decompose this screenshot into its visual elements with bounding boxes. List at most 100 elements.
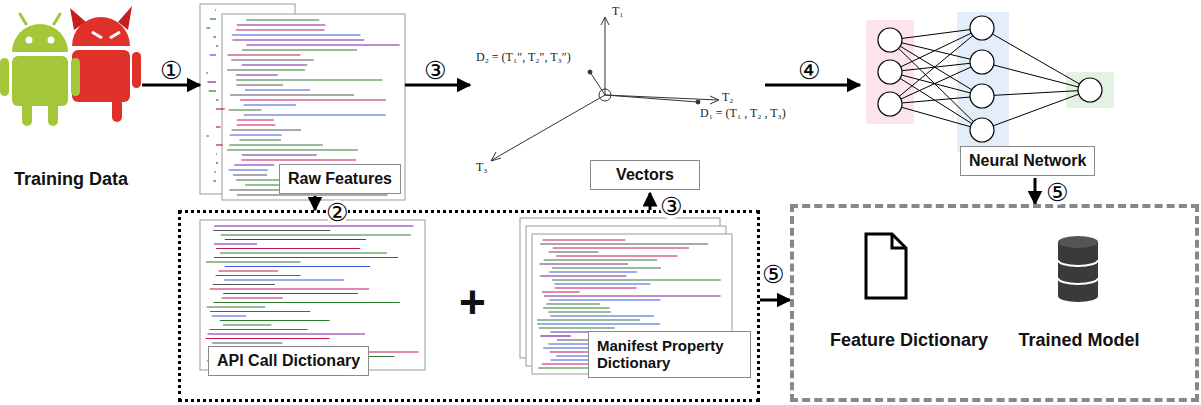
text-stroke — [220, 320, 330, 321]
api-manifest-group: + API Call Dictionary Manifest Property Di… — [178, 210, 760, 402]
text-stroke — [206, 338, 330, 339]
nn-neuron — [878, 60, 902, 84]
text-stroke — [216, 126, 220, 127]
text-stroke — [543, 307, 609, 308]
text-stroke — [236, 79, 382, 80]
text-stroke — [549, 299, 660, 300]
text-stroke — [216, 99, 218, 100]
text-stroke — [209, 90, 216, 91]
step-number: ② — [326, 200, 348, 225]
text-stroke — [232, 34, 361, 35]
flow-arrow — [142, 84, 200, 87]
text-stroke — [244, 114, 386, 115]
flow-arrow — [405, 84, 470, 87]
text-stroke — [229, 144, 323, 145]
text-stroke — [206, 72, 208, 73]
output-group: Feature DictionaryTrained Model — [790, 204, 1199, 402]
nn-neuron — [970, 118, 994, 142]
step-number: ③ — [424, 58, 446, 83]
text-stroke — [227, 54, 300, 55]
feature-dictionary: Feature Dictionary — [824, 230, 994, 380]
text-stroke — [222, 297, 283, 298]
text-stroke — [213, 302, 399, 303]
text-stroke — [216, 275, 301, 276]
label-box: Raw Features — [279, 164, 401, 194]
text-stroke — [540, 335, 570, 336]
label-box: API Call Dictionary — [208, 346, 369, 376]
nn-neuron — [878, 28, 902, 52]
text-stroke — [543, 239, 626, 240]
text-stroke — [213, 180, 216, 181]
text-stroke — [236, 74, 278, 75]
text-stroke — [242, 49, 357, 50]
text-stroke — [245, 89, 310, 90]
file-icon — [866, 234, 906, 298]
text-stroke — [227, 69, 305, 70]
text-stroke — [216, 108, 225, 109]
text-stroke — [539, 327, 615, 328]
text-stroke — [540, 243, 708, 244]
nn-neuron — [878, 92, 902, 116]
text-stroke — [550, 315, 654, 316]
flow-arrow — [765, 84, 860, 87]
nn-link — [982, 28, 1090, 90]
text-stroke — [539, 263, 628, 264]
text-stroke — [224, 279, 344, 280]
database-icon — [1058, 236, 1098, 302]
nn-neuron — [970, 16, 994, 40]
label-box: Vectors — [590, 160, 700, 190]
plus-sign: + — [459, 279, 486, 325]
text-stroke — [214, 257, 398, 258]
caption-text: Trained Model — [1018, 330, 1139, 351]
label-box: Neural Network — [960, 146, 1095, 176]
text-stroke — [219, 270, 279, 271]
text-stroke — [544, 295, 721, 296]
label-box: Manifest Property Dictionary — [588, 331, 751, 378]
text-stroke — [230, 134, 282, 135]
text-stroke — [552, 279, 721, 280]
text-stroke — [553, 247, 689, 248]
text-stroke — [210, 18, 216, 19]
text-stroke — [206, 261, 301, 262]
nn-link — [890, 62, 982, 104]
text-stroke — [216, 248, 360, 249]
text-stroke — [237, 24, 325, 25]
flow-arrow — [1034, 178, 1037, 204]
text-stroke — [212, 342, 283, 343]
text-stroke — [549, 271, 637, 272]
text-stroke — [236, 29, 324, 30]
text-stroke — [207, 27, 211, 28]
text-stroke — [225, 266, 370, 267]
raw-features: Raw Features — [200, 4, 405, 196]
text-stroke — [223, 293, 358, 294]
text-stroke — [236, 84, 283, 85]
text-stroke — [227, 149, 358, 150]
text-stroke — [209, 329, 307, 330]
text-stroke — [230, 94, 354, 95]
step-number: ① — [160, 58, 182, 83]
text-stroke — [540, 275, 627, 276]
nn-neuron — [970, 84, 994, 108]
nn-link — [890, 96, 982, 104]
text-stroke — [210, 288, 369, 289]
text-stroke — [548, 311, 610, 312]
axis-label: T₂ — [722, 90, 734, 105]
nn-neuron — [970, 50, 994, 74]
nn-neuron — [1078, 78, 1102, 102]
flow-arrow — [649, 193, 652, 210]
text-stroke — [216, 144, 223, 145]
caption-text: Training Data — [14, 169, 128, 190]
text-stroke — [239, 139, 280, 140]
text-stroke — [207, 81, 216, 82]
text-stroke — [542, 363, 590, 364]
text-stroke — [221, 234, 411, 235]
text-stroke — [220, 252, 387, 253]
text-stroke — [242, 154, 317, 155]
nn-link — [982, 90, 1090, 96]
text-stroke — [537, 323, 660, 324]
vector-space — [491, 17, 719, 161]
training-data: Training Data — [0, 4, 142, 194]
flow-arrow — [760, 299, 790, 302]
text-stroke — [237, 124, 276, 125]
text-stroke — [210, 311, 310, 312]
